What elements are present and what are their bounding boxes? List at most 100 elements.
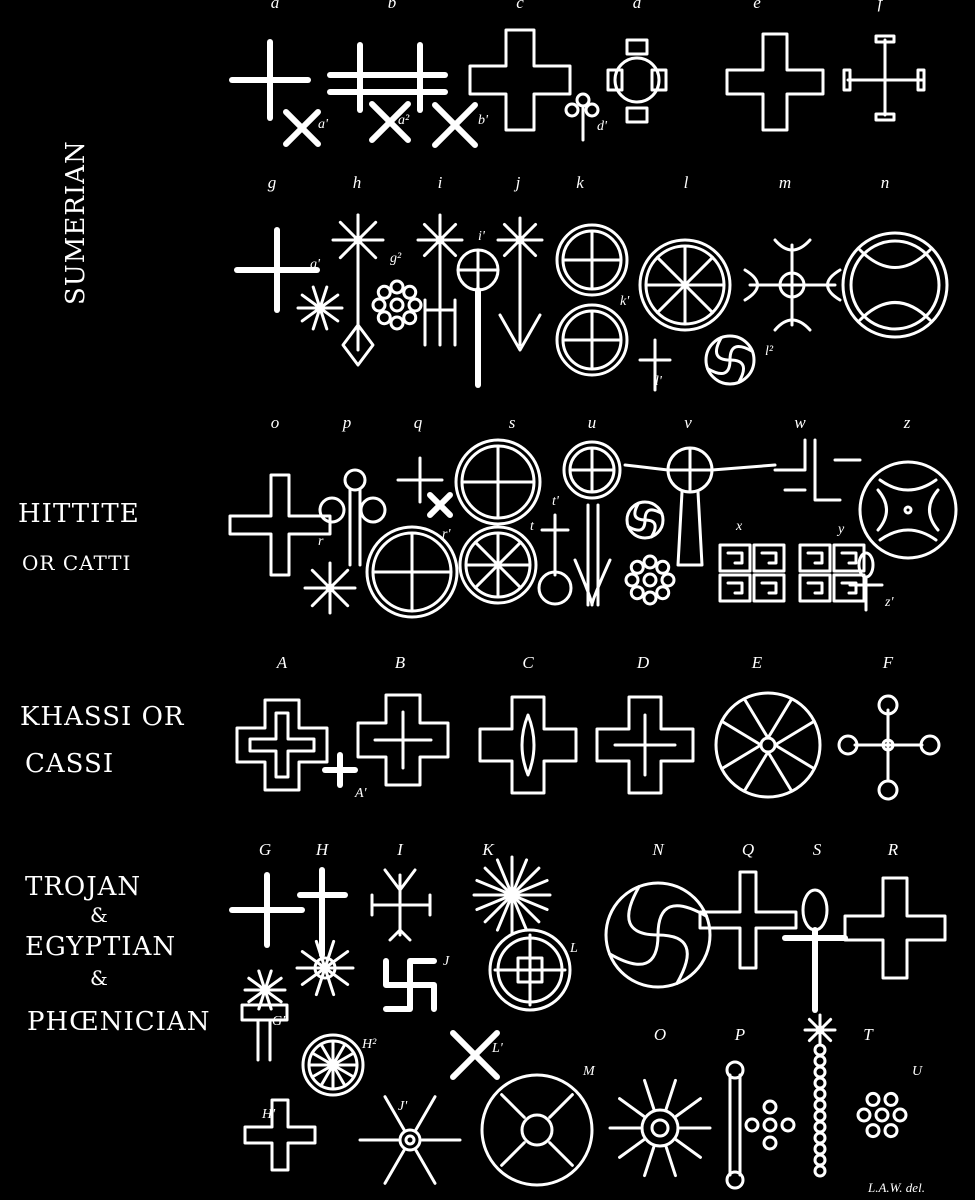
quartered-circle-r1: [365, 525, 459, 619]
cross-pattee-c: [468, 28, 572, 132]
sublabel: J: [443, 954, 450, 969]
outlined-cross-A: [235, 698, 329, 792]
circle-saltire-n: [841, 231, 949, 339]
letter-label: H: [315, 840, 330, 859]
sun-l2: [704, 334, 756, 386]
circle-cross-d: [606, 38, 668, 124]
section-label-phoenician: PHŒNICIAN: [27, 1007, 210, 1037]
section-label-trojan: TROJAN: [25, 872, 141, 902]
beaded-U: [856, 1091, 908, 1139]
letter-label: i: [438, 173, 443, 192]
star-g1: [296, 285, 344, 331]
spiral-N: [604, 881, 712, 989]
section-label-cassi: CASSI: [25, 749, 114, 779]
inner-cross-A: [248, 711, 316, 779]
letter-label: O: [654, 1025, 666, 1044]
orbed-cross-F: [837, 694, 941, 801]
letter-label: D: [636, 653, 650, 672]
sublabel: J': [398, 1099, 408, 1114]
beaded-P: [744, 1099, 796, 1151]
saltire-a2: [369, 101, 411, 143]
saltire-L1: [450, 1030, 500, 1080]
sublabel: d': [597, 119, 608, 134]
letter-label: d: [633, 0, 642, 12]
cross-pattee-D: [595, 695, 695, 795]
sublabel: L': [491, 1041, 504, 1056]
trefoil-cross-p: [318, 468, 387, 567]
sublabel: l²: [765, 344, 774, 359]
wheel-L: [488, 928, 572, 1012]
meander-x: [718, 543, 786, 603]
signature: L.A.W. del.: [867, 1180, 925, 1195]
letter-label: e: [753, 0, 761, 12]
sublabel: t: [530, 519, 535, 534]
circle-pillar-u: [573, 503, 612, 607]
wheel-cross-symbol: [562, 440, 622, 500]
star-r: [303, 561, 357, 615]
letter-label: h: [353, 173, 362, 192]
meander-y: [798, 543, 866, 603]
section-label-sumerian: SUMERIAN: [61, 140, 91, 305]
maltese-cross-e: [725, 32, 825, 132]
letter-label: N: [651, 840, 665, 859]
cross-G: [229, 872, 305, 948]
outlined-cross-B: [356, 693, 450, 787]
wheel-s: [454, 438, 542, 526]
circle-M: [480, 1073, 594, 1187]
cross-R: [843, 876, 947, 980]
letter-label: l: [684, 173, 689, 192]
sublabel: U: [912, 1064, 923, 1079]
letter-label: A: [276, 653, 288, 672]
letter-label: f: [878, 0, 885, 12]
letter-label: o: [271, 413, 280, 432]
letter-label: E: [751, 653, 763, 672]
small-cross-l1: [638, 338, 672, 392]
section-label-amp2: &: [90, 966, 109, 990]
sublabel: H²: [361, 1037, 377, 1052]
wheel-k1: [555, 303, 629, 377]
star-symbol: [295, 939, 355, 997]
sublabel: a²: [398, 113, 410, 128]
star-symbol: [496, 216, 544, 264]
cross-q: [396, 456, 444, 504]
sublabel: y: [836, 522, 845, 537]
beaded-g2: [371, 279, 423, 331]
spoked-wheel-t: [458, 525, 538, 605]
star-symbol: [803, 1013, 837, 1047]
sublabel: r': [442, 527, 451, 542]
beaded-dots: [624, 554, 676, 606]
circle-cross-z: [858, 460, 958, 560]
circle-staff-i1: [456, 248, 500, 388]
plain-cross-g: [234, 227, 320, 313]
letter-label: R: [887, 840, 899, 859]
letter-label: C: [522, 653, 534, 672]
letter-label: K: [481, 840, 495, 859]
sun-altar-G1: [240, 1003, 289, 1062]
letter-label: c: [516, 0, 524, 12]
letter-label: n: [881, 173, 890, 192]
section-label-amp1: &: [90, 903, 109, 927]
letter-label: q: [414, 413, 423, 432]
letter-label: Q: [742, 840, 754, 859]
wheel-H2: [301, 1033, 365, 1097]
saltire-a1: [283, 109, 321, 147]
section-label-khassi: KHASSI OR: [20, 702, 185, 732]
sublabel: A': [354, 786, 368, 801]
letter-label: a: [271, 0, 280, 12]
small-cross-A1: [322, 752, 358, 788]
letter-label: u: [588, 413, 597, 432]
sublabel: x: [735, 519, 743, 534]
letter-label: w: [794, 413, 806, 432]
letter-label: k: [576, 173, 584, 192]
sublabel: t': [552, 494, 560, 509]
letter-label: v: [684, 413, 692, 432]
letter-label: j: [514, 173, 521, 192]
letter-label: b: [388, 0, 397, 12]
double-bar-cross-b2: [377, 42, 448, 113]
sublabel: g²: [390, 251, 402, 266]
sublabel: l': [655, 374, 663, 389]
section-label-catti: OR CATTI: [22, 551, 131, 575]
inner-cross-D: [613, 713, 677, 777]
letter-label: m: [779, 173, 791, 192]
